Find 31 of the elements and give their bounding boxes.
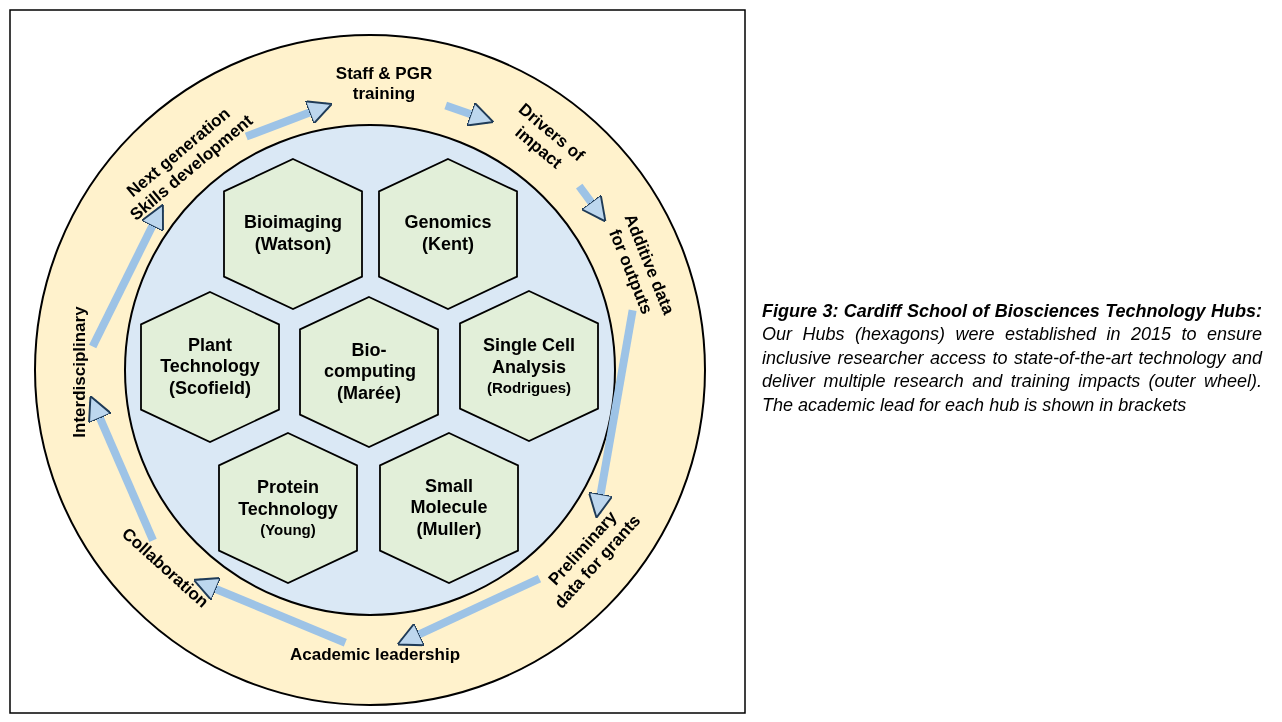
academic-lead: (Kent) <box>422 234 474 256</box>
arrow <box>192 577 347 647</box>
hub-hexagon <box>299 296 439 448</box>
hub-name: Plant Technology <box>159 334 261 378</box>
hub-hexagon <box>218 432 358 584</box>
academic-lead: (Rodrigues) <box>486 378 572 397</box>
academic-lead: (Scofield) <box>169 377 251 400</box>
arrow <box>244 100 333 141</box>
hub-name: Genomics <box>404 212 492 234</box>
impact-label: Interdisciplinary <box>70 292 90 452</box>
arrow <box>89 203 165 349</box>
arrow <box>444 101 495 127</box>
hub-name: Bioimaging <box>244 212 342 234</box>
academic-lead: (Muller) <box>416 518 482 541</box>
hub-name: Protein Technology <box>237 477 339 521</box>
hub-hexagon <box>140 291 280 443</box>
arrow <box>88 395 157 542</box>
academic-lead: (Marée) <box>337 382 401 405</box>
arrow <box>587 309 637 519</box>
hub-hexagon <box>459 290 599 442</box>
hub-hexagon <box>379 432 519 584</box>
impact-label: Academic leadership <box>285 645 465 665</box>
academic-lead: (Watson) <box>254 234 332 256</box>
hub-name: Bio-computing <box>324 339 414 383</box>
hub-name: Single Cell Analysis <box>482 335 576 379</box>
figure-caption: Figure 3: Cardiff School of Biosciences Technology Hubs: Our Hubs (hexagons) were established in 2015 to ensure inclusive researcher access to state-of-the-art technology and deliver multiple research and training impacts (outer wheel). The academic lead for each hub is shown in brackets <box>762 300 1262 417</box>
impact-label: Staff & PGR training <box>324 64 444 104</box>
hub-name: Small Molecule <box>409 475 489 519</box>
arrow <box>576 183 607 223</box>
arrow <box>396 574 542 647</box>
academic-lead: (Young) <box>260 520 316 539</box>
